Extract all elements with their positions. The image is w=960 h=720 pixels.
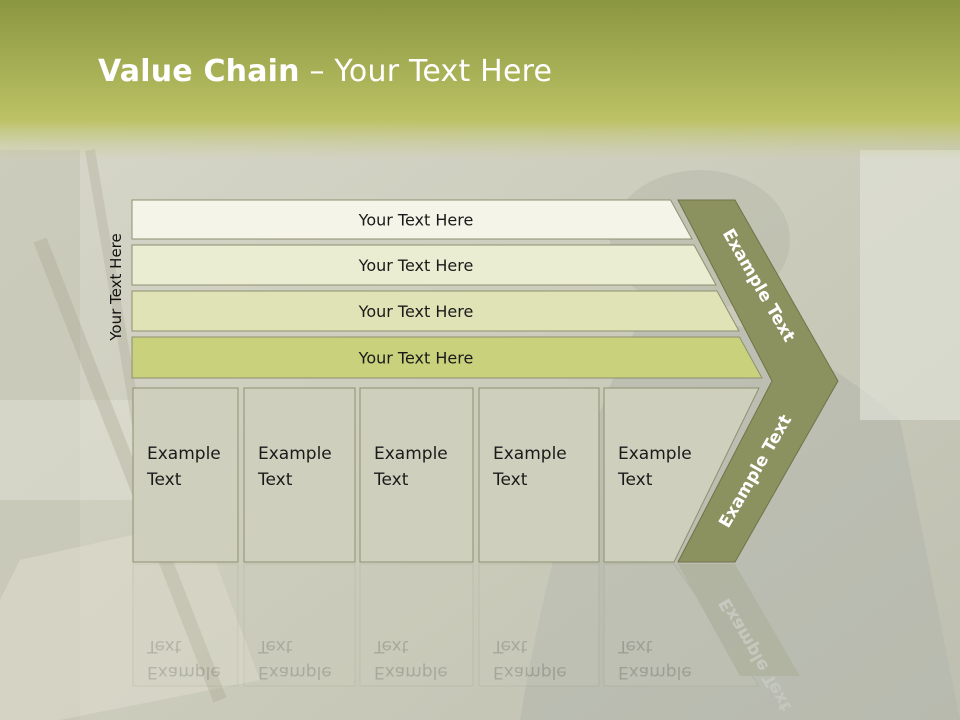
reflection-label-line1: Example [618,662,692,682]
primary-column [603,387,760,563]
margin-arrow [677,199,839,563]
reflection-column [243,563,356,687]
reflection-column [603,563,760,687]
primary-column-label-line2: Text [373,470,409,490]
primary-column-label-line2: Text [617,470,653,490]
reflection-column [132,563,239,687]
reflection-label-line2: Text [257,636,293,656]
primary-column-label-line1: Example [258,444,332,464]
primary-column-label-line1: Example [374,444,448,464]
reflection-label-line2: Text [373,636,409,656]
primary-column-label-line1: Example [493,444,567,464]
support-row [131,290,740,332]
slide-title-rest: – Your Text Here [299,54,553,89]
reflection-label-line2: Text [492,636,528,656]
slide-title-bold: Value Chain [98,54,300,89]
reflection-column [478,563,600,687]
reflection-label-line1: Example [374,662,448,682]
primary-column-label-line2: Text [257,470,293,490]
primary-column-label-line1: Example [618,444,692,464]
reflection-column [359,563,474,687]
primary-column-label-line1: Example [147,444,221,464]
support-row [131,199,693,240]
support-row-label: Your Text Here [358,349,474,368]
reflection-arrow [678,564,800,676]
primary-column [243,387,356,563]
primary-column [359,387,474,563]
primary-column-label-line2: Text [146,470,182,490]
primary-column [132,387,239,563]
reflection-label-line1: Example [493,662,567,682]
support-row-label: Your Text Here [358,256,474,275]
reflection-label-line1: Example [258,662,332,682]
slide-title: Value Chain – Your Text Here [98,54,552,89]
support-row-label: Your Text Here [358,302,474,321]
primary-column-label-line2: Text [492,470,528,490]
support-row-label: Your Text Here [358,211,474,230]
support-row [131,244,717,286]
reflection-label-line1: Example [147,662,221,682]
reflection-label-line2: Text [146,636,182,656]
support-row [131,336,763,379]
primary-column [478,387,600,563]
reflection-label-line2: Text [617,636,653,656]
